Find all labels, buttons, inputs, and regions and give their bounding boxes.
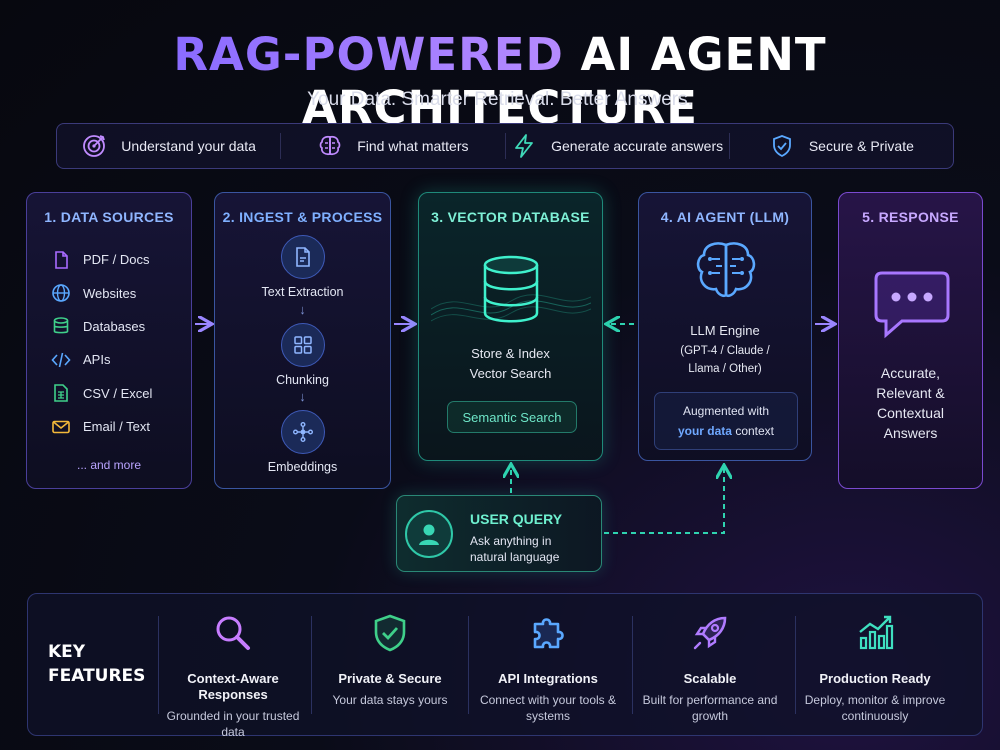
document-icon [55,250,68,269]
magnifier-icon [216,616,250,650]
shield-icon [374,614,406,652]
ai-brain-icon [696,242,756,298]
database-icon [53,317,69,334]
benefit-find: Find what matters [280,133,504,159]
list-item: Email / Text [51,410,191,443]
query-title: USER QUERY [470,511,563,527]
benefit-label: Secure & Private [808,138,914,154]
vector-database-icon [431,255,591,323]
benefit-bar: Understand your data Find what matters G… [56,123,954,169]
target-icon [83,135,106,157]
feature-context-aware: Context-Aware Responses Grounded in your… [158,612,308,740]
benefit-generate: Generate accurate answers [504,133,729,159]
stage-ingest-process: 2. INGEST & PROCESS Text Extraction ↓ Ch… [214,192,391,489]
benefit-secure: Secure & Private [728,133,953,159]
feature-api-integrations: API Integrations Connect with your tools… [473,612,623,724]
divider [311,616,312,714]
arrow-query-to-agent [604,467,724,534]
down-arrow-icon: ↓ [299,302,306,317]
benefit-label: Find what matters [357,138,469,154]
feature-private-secure: Private & Secure Your data stays yours [315,612,465,708]
step-chunking: Chunking [215,323,390,387]
page-title: RAG-POWERED AI AGENT ARCHITECTURE [0,28,1000,134]
llm-models-line1: (GPT-4 / Claude / [680,345,770,357]
divider [468,616,469,714]
divider [632,616,633,714]
list-item: Databases [51,310,191,343]
step-text-extraction: Text Extraction [215,235,390,299]
grid-icon [293,336,312,354]
response-line1: Accurate, [880,365,941,381]
feature-production-ready: Production Ready Deploy, monitor & impro… [800,612,950,724]
vector-line1: Store & Index [471,346,550,361]
list-item: APIs [51,343,191,376]
stage-data-sources: 1. DATA SOURCES PDF / Docs Websites Data… [26,192,192,489]
list-item: Websites [51,276,191,309]
stage-title: 1. DATA SOURCES [44,209,174,225]
chart-growth-icon [859,615,894,650]
response-line4: Answers [883,425,938,441]
shield-check-icon [772,135,791,158]
stage-title: 4. AI AGENT (LLM) [660,209,790,225]
stage-ai-agent: 4. AI AGENT (LLM) LLM Engine (GPT-4 / Cl… [638,192,812,461]
list-item: CSV / Excel [51,377,191,410]
network-icon [292,422,313,443]
code-icon [51,352,71,368]
spreadsheet-icon [54,384,68,403]
mail-icon [52,420,70,433]
llm-engine-label: LLM Engine [690,323,760,338]
divider [795,616,796,714]
rocket-icon [693,616,727,650]
feature-scalable: Scalable Built for performance and growt… [635,612,785,724]
list-item: PDF / Docs [51,243,191,276]
llm-models-line2: Llama / Other) [688,363,762,375]
lightning-icon [515,134,534,158]
step-embeddings: Embeddings [215,410,390,474]
benefit-label: Understand your data [121,138,256,154]
globe-icon [52,284,70,302]
down-arrow-icon: ↓ [299,389,306,404]
stage-vector-database: 3. VECTOR DATABASE Store & Index Vector … [418,192,603,461]
more-sources-link: ... and more [76,458,142,472]
source-list: PDF / Docs Websites Databases APIs CSV /… [27,243,191,443]
response-line2: Relevant & [876,385,945,401]
semantic-search-badge: Semantic Search [447,401,577,433]
stage-title: 3. VECTOR DATABASE [431,209,590,225]
title-accent: RAG-POWERED [173,28,564,81]
page-subtitle: Your Data. Smarter Retrieval. Better Ans… [307,89,693,110]
chat-bubble-icon [874,271,950,339]
response-line3: Contextual [877,405,944,421]
file-text-icon [295,247,310,267]
puzzle-icon [533,618,564,649]
divider [158,616,159,714]
stage-title: 5. RESPONSE [862,209,959,225]
stage-response: 5. RESPONSE Accurate, Relevant & Context… [838,192,983,489]
augmented-context-box: Augmented with your data context [654,392,798,450]
stage-title: 2. INGEST & PROCESS [222,209,383,225]
benefit-understand: Understand your data [57,133,280,159]
user-avatar-icon [405,510,453,558]
benefit-label: Generate accurate answers [551,138,724,154]
brain-icon [319,135,341,156]
vector-line2: Vector Search [469,366,552,381]
